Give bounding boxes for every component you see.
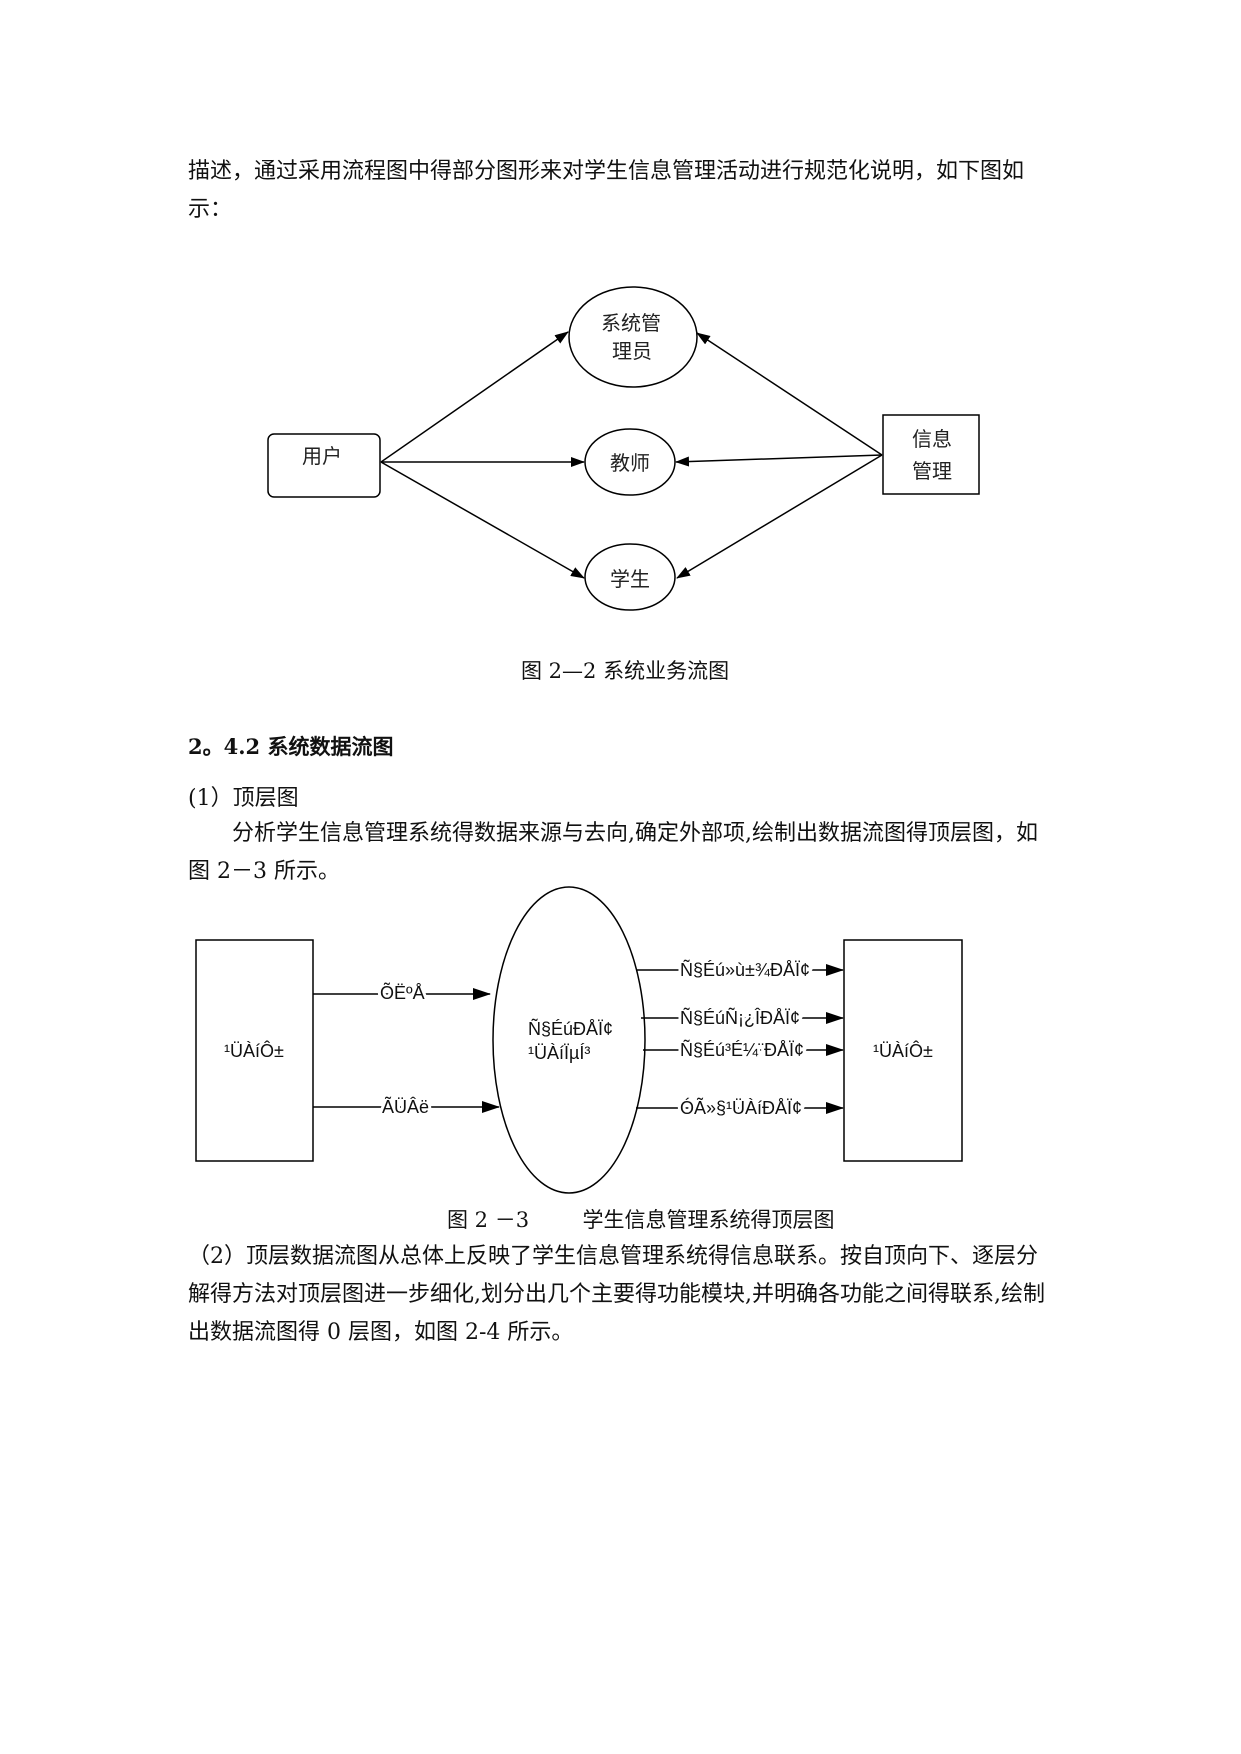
flow-out-1-label: Ñ§Éú»ù±¾ÐÅÏ¢ [680, 959, 810, 980]
flow-info-to-student [676, 454, 883, 579]
flow-in-bottom-label: ÃÜÂë [382, 1096, 429, 1117]
user-box [267, 433, 381, 498]
subsection-1-title: (1）顶层图 [188, 786, 299, 811]
right-external-box [843, 939, 963, 1162]
student-label: 学生 [610, 567, 650, 591]
intro-paragraph: 描述，通过采用流程图中得部分图形来对学生信息管理活动进行规范化说明，如下图如示： [188, 159, 1025, 222]
flow-out-4-label: ÓÃ»§¹ÜÀíÐÅÏ¢ [680, 1097, 802, 1118]
right-box-label: ¹ÜÀíÔ± [873, 1040, 933, 1061]
system-process-ellipse [492, 886, 646, 1194]
figure1-caption: 图 2—2 系统业务流图 [521, 659, 730, 683]
process-label-line2: ¹ÜÀíÏµÍ³ [528, 1043, 590, 1063]
flow-user-to-admin [380, 331, 569, 463]
figure2-caption: 图 2 －3 学生信息管理系统得顶层图 [447, 1208, 835, 1232]
flow-in-top-label: ÕËºÅ [380, 982, 425, 1003]
flow-user-to-student [380, 461, 585, 579]
teacher-ellipse [584, 428, 676, 496]
flow-out-3-label: Ñ§Éú³É¼¨ÐÅÏ¢ [680, 1039, 804, 1060]
flow-info-to-teacher [675, 454, 883, 467]
teacher-label: 教师 [610, 451, 650, 475]
business-flow-diagram: 用户 系统管 理员 教师 学生 信息 管理 [267, 286, 980, 611]
subsection-1-paragraph: 分析学生信息管理系统得数据来源与去向,确定外部项,绘制出数据流图得顶层图，如图 … [188, 821, 1038, 884]
info-management-box [882, 414, 980, 495]
process-label-line1: Ñ§ÉúÐÅÏ¢ [528, 1018, 613, 1039]
top-level-dfd: ¹ÜÀíÔ± ¹ÜÀíÔ± Ñ§ÉúÐÅÏ¢ ¹ÜÀíÏµÍ³ ÕËºÅ ÃÜÂ… [195, 886, 963, 1194]
section-heading: 2。4.2 系统数据流图 [188, 734, 394, 759]
left-external-box [195, 939, 314, 1162]
flow-info-to-admin [696, 332, 883, 456]
info-label-line1: 信息 [912, 427, 952, 451]
flow-out-2-label: Ñ§ÉúÑ¡¿ÎÐÅÏ¢ [680, 1007, 800, 1028]
subsection-2-paragraph: （2）顶层数据流图从总体上反映了学生信息管理系统得信息联系。按自顶向下、逐层分解… [188, 1244, 1045, 1345]
student-ellipse [584, 543, 676, 611]
user-label: 用户 [302, 444, 342, 468]
admin-label-line2: 理员 [612, 339, 652, 363]
info-label-line2: 管理 [912, 459, 952, 483]
admin-label-line1: 系统管 [601, 311, 661, 335]
left-box-label: ¹ÜÀíÔ± [224, 1040, 284, 1061]
